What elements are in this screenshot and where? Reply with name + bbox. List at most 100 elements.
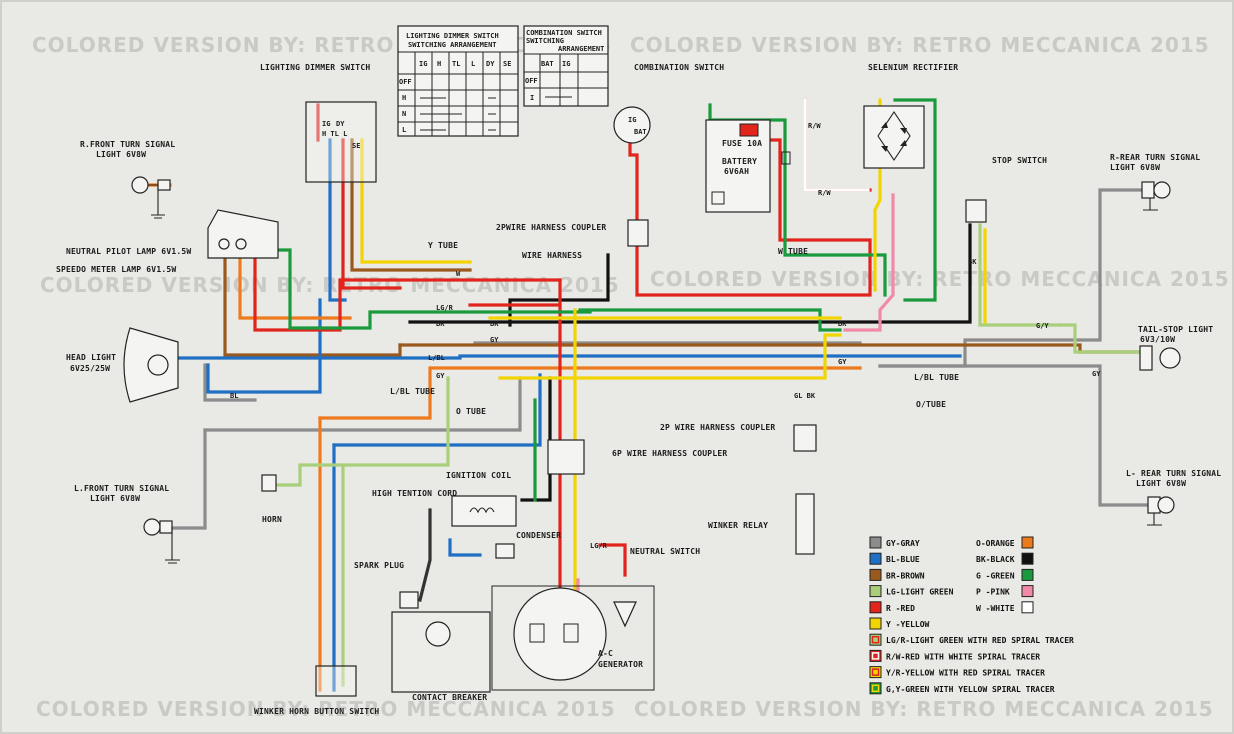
neutral-switch-label: NEUTRAL SWITCH [630,547,700,556]
legend-swatch [869,649,882,662]
combination-switch-label: COMBINATION SWITCH [634,63,724,72]
wire-redwhite-trace [803,98,872,192]
legend-swatch [869,552,882,565]
legend-swatch [869,666,882,679]
y-tube-label: Y TUBE [428,241,458,250]
speedo-lamp-label: SPEEDO METER LAMP 6V1.5W [56,265,176,274]
ac-generator [491,585,655,691]
head-light-label-2: 6V25/25W [70,364,110,373]
svg-text:DY: DY [336,120,345,128]
comb-col-ig: IG [562,60,570,68]
l-front-turn-signal [143,518,180,564]
horn [261,474,277,492]
dimmer-table-title-2: SWITCHING ARRANGEMENT [408,41,497,49]
legend-label: R/W-RED WITH WHITE SPIRAL TRACER [886,652,1040,661]
svg-text:BAT: BAT [634,128,647,136]
comb-table-title-1: COMBINATION SWITCH [526,29,602,37]
lighting-dimmer-switch: IG DY H TL L SE [305,101,377,183]
legend-label: LG/R-LIGHT GREEN WITH RED SPIRAL TRACER [886,636,1074,645]
fuse-label: FUSE 10A [722,139,762,148]
tag-w-top: W [456,270,461,278]
svg-text:SE: SE [352,142,360,150]
dimmer-switch-label: LIGHTING DIMMER SWITCH [260,63,370,72]
l-rear-turn-signal [1147,496,1175,526]
tag-bl-head: BL [230,392,238,400]
r-front-turn-label-2: LIGHT 6V8W [96,150,146,159]
wire-harness-label: WIRE HARNESS [522,251,582,260]
dimmer-col-dy: DY [486,60,495,68]
legend-label: O-ORANGE [976,539,1015,548]
r-front-turn-label-1: R.FRONT TURN SIGNAL [80,140,175,149]
tag-gy-2: GY [436,372,445,380]
legend-item: W -WHITE [976,601,1034,614]
wire-green-pilot [268,248,592,330]
wire-gray-head [203,363,257,402]
wire-red-neutral [598,543,627,577]
svg-text:IG: IG [322,120,330,128]
legend-swatch-tracer [871,652,880,660]
watermark-bottom-left: COLORED VERSION BY: RETRO MECCANICA 2015 [36,697,616,721]
horn-label: HORN [262,515,282,524]
legend-item: R/W-RED WITH WHITE SPIRAL TRACER [869,649,1040,662]
winker-relay-label: WINKER RELAY [708,521,768,530]
legend-item: R -RED [869,601,915,614]
selenium-rectifier-label: SELENIUM RECTIFIER [868,63,958,72]
upper-2p-coupler [627,219,649,247]
legend-swatch [869,536,882,549]
coupler-6p [547,439,585,475]
l-front-turn-label-2: LIGHT 6V8W [90,494,140,503]
ac-gen-label-1: A-C [598,649,613,658]
legend-swatch [869,568,882,581]
contact-breaker-label: CONTACT BREAKER [412,693,487,702]
l-rear-turn-label-2: LIGHT 6V8W [1136,479,1186,488]
head-light [123,327,179,403]
dimmer-col-se: SE [503,60,511,68]
tag-bk-2: BK [490,320,499,328]
dimmer-switch-table [397,25,519,137]
contact-breaker [391,611,491,693]
wire-lightgreen-stop [978,223,1062,327]
neutral-switch [613,601,637,628]
wire-lightgreen-horn [276,376,450,487]
legend-item: Y/R-YELLOW WITH RED SPIRAL TRACER [869,666,1045,679]
legend-label: P -PINK [976,588,1010,597]
watermark-top-right: COLORED VERSION BY: RETRO MECCANICA 2015 [630,33,1210,57]
legend-label: BL-BLUE [886,555,920,564]
dimmer-row-l: L [402,126,406,134]
speedometer-housing [207,209,279,259]
legend-label: Y -YELLOW [886,620,930,629]
watermark-bottom-right: COLORED VERSION BY: RETRO MECCANICA 2015 [634,697,1214,721]
wire-yellow-dimmer [360,138,472,264]
tag-r-w: R/W [808,122,821,130]
dimmer-row-off: OFF [399,78,412,86]
ignition-coil-label: IGNITION COIL [446,471,511,480]
legend-label: G,Y-GREEN WITH YELLOW SPIRAL TRACER [886,685,1055,694]
tail-stop-light [1139,345,1181,371]
tag-l-bl: L/BL [428,354,445,362]
wire-brown-dimmer [350,138,472,272]
comb-table-title-3: ARRANGEMENT [558,45,604,53]
legend-item: BR-BROWN [869,568,925,581]
selenium-rectifier [863,105,925,169]
legend-label: GY-GRAY [886,539,920,548]
r-front-turn-signal [131,176,171,219]
legend-swatch [1021,536,1034,549]
svg-text:H TL L: H TL L [322,130,347,138]
legend-swatch [1021,552,1034,565]
legend-label: R -RED [886,604,915,613]
tag-bk-stop: BK [968,258,977,266]
r-rear-turn-label-2: LIGHT 6V8W [1110,163,1160,172]
comb-row-i: I [530,94,534,102]
coupler-2pwire-label: 2PWIRE HARNESS COUPLER [496,223,606,232]
tag-gy-right: GY [838,358,847,366]
comb-row-off: OFF [525,77,538,85]
wire-gray-lrear [878,364,1152,507]
condenser-label: CONDENSER [516,531,561,540]
legend-swatch-tracer [871,684,880,693]
stop-switch [965,199,987,223]
comb-col-bat: BAT [541,60,554,68]
legend-item: O-ORANGE [976,536,1034,549]
dimmer-row-n: N [402,110,406,118]
